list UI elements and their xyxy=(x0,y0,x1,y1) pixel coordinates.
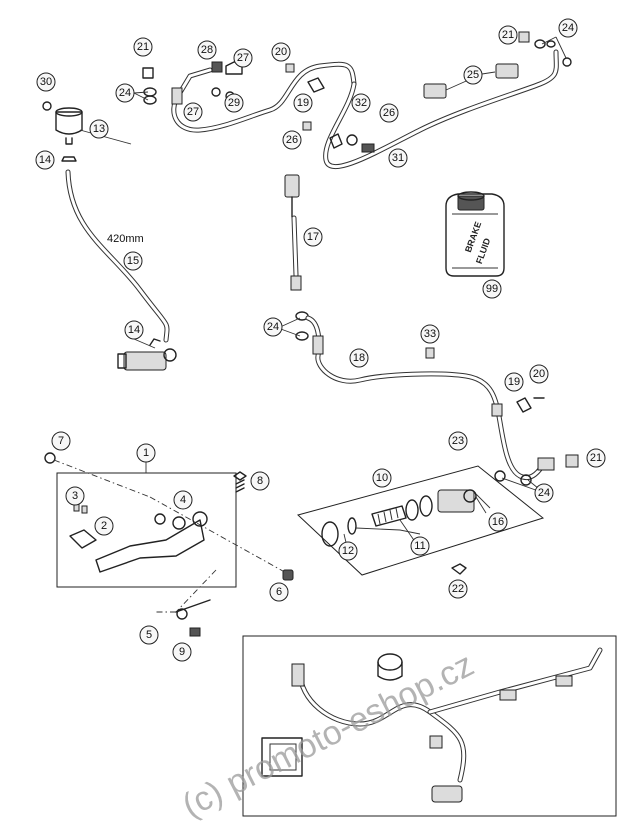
callout-21-right-text: 21 xyxy=(590,452,602,464)
callout-17-text: 17 xyxy=(307,231,319,243)
callout-7-text: 7 xyxy=(58,435,64,447)
callout-15-text: 15 xyxy=(127,255,139,267)
callout-26-right: 26 xyxy=(379,103,399,123)
callout-23: 23 xyxy=(448,431,468,451)
callout-20-top: 20 xyxy=(271,42,291,62)
callout-24-top-right-text: 24 xyxy=(562,22,574,34)
callout-8: 8 xyxy=(250,471,270,491)
callout-23-text: 23 xyxy=(452,435,464,447)
callout-27-right: 27 xyxy=(233,48,253,68)
callout-21-left: 21 xyxy=(133,37,153,57)
callout-19-top: 19 xyxy=(293,93,313,113)
callout-24-middle-text: 24 xyxy=(267,321,279,333)
callout-11: 11 xyxy=(410,536,430,556)
callout-31: 31 xyxy=(388,148,408,168)
callout-1-text: 1 xyxy=(143,447,149,459)
callout-26-right-text: 26 xyxy=(383,107,395,119)
callout-32-text: 32 xyxy=(355,97,367,109)
callout-7: 7 xyxy=(51,431,71,451)
callout-22-text: 22 xyxy=(452,583,464,595)
callouts: 1 2 3 4 5 6 7 8 9 10 11 12 13 14 14 15 1… xyxy=(35,18,606,662)
callout-24-right: 24 xyxy=(534,483,554,503)
callout-19-top-text: 19 xyxy=(297,97,309,109)
callout-24-top-left-text: 24 xyxy=(119,87,131,99)
callout-18-text: 18 xyxy=(353,352,365,364)
callout-18: 18 xyxy=(349,348,369,368)
callout-21-left-text: 21 xyxy=(137,41,149,53)
callout-13-text: 13 xyxy=(93,123,105,135)
upper-brake-lines xyxy=(142,31,572,170)
callout-25: 25 xyxy=(463,65,483,85)
pedal-assembly xyxy=(44,452,294,637)
callout-16: 16 xyxy=(488,512,508,532)
callout-26-left: 26 xyxy=(282,130,302,150)
callout-10: 10 xyxy=(372,468,392,488)
callout-25-text: 25 xyxy=(467,69,479,81)
callout-14-top: 14 xyxy=(35,150,55,170)
callout-31-text: 31 xyxy=(392,152,404,164)
callout-24-middle: 24 xyxy=(263,317,283,337)
callout-28-text: 28 xyxy=(201,44,213,56)
callout-33-text: 33 xyxy=(424,328,436,340)
callout-29-text: 29 xyxy=(228,97,240,109)
middle-brake-line xyxy=(295,311,579,486)
assembled-view-inset xyxy=(242,635,617,817)
callout-14-bottom-text: 14 xyxy=(128,324,140,336)
callout-8-text: 8 xyxy=(257,475,263,487)
callout-24-top-right: 24 xyxy=(558,18,578,38)
callout-6-text: 6 xyxy=(276,586,282,598)
callout-20-right: 20 xyxy=(529,364,549,384)
callout-27-left: 27 xyxy=(183,102,203,122)
callout-4: 4 xyxy=(173,490,193,510)
callout-24-right-text: 24 xyxy=(538,487,550,499)
callout-27-left-text: 27 xyxy=(187,106,199,118)
callout-21-top-right: 21 xyxy=(498,25,518,45)
callout-16-text: 16 xyxy=(492,516,504,528)
callout-99: 99 xyxy=(482,279,502,299)
callout-33: 33 xyxy=(420,324,440,344)
callout-5: 5 xyxy=(139,625,159,645)
callout-20-right-text: 20 xyxy=(533,368,545,380)
callout-28: 28 xyxy=(197,40,217,60)
callout-29: 29 xyxy=(224,93,244,113)
callout-21-top-right-text: 21 xyxy=(502,29,514,41)
callout-26-left-text: 26 xyxy=(286,134,298,146)
callout-12: 12 xyxy=(338,541,358,561)
callout-3: 3 xyxy=(65,486,85,506)
callout-14-bottom: 14 xyxy=(124,320,144,340)
callout-19-right: 19 xyxy=(504,372,524,392)
callout-3-text: 3 xyxy=(72,490,78,502)
callout-6: 6 xyxy=(269,582,289,602)
callout-2: 2 xyxy=(94,516,114,536)
callout-11-text: 11 xyxy=(414,540,425,552)
callout-9-text: 9 xyxy=(179,646,185,658)
callout-20-top-text: 20 xyxy=(275,46,287,58)
callout-1: 1 xyxy=(136,443,156,463)
callout-13: 13 xyxy=(89,119,109,139)
callout-30-text: 30 xyxy=(40,76,52,88)
callout-32: 32 xyxy=(351,93,371,113)
callout-10-text: 10 xyxy=(376,472,388,484)
sensor-line xyxy=(284,174,302,291)
callout-99-text: 99 xyxy=(486,283,498,295)
reservoir-assembly: 420mm xyxy=(42,101,177,371)
callout-24-top-left: 24 xyxy=(115,83,135,103)
callout-27-right-text: 27 xyxy=(237,52,249,64)
callout-15: 15 xyxy=(123,251,143,271)
callout-30: 30 xyxy=(36,72,56,92)
callout-5-text: 5 xyxy=(146,629,152,641)
callout-22: 22 xyxy=(448,579,468,599)
callout-12-text: 12 xyxy=(342,545,354,557)
hose-length-label: 420mm xyxy=(107,233,144,245)
callout-4-text: 4 xyxy=(180,494,186,506)
callout-9: 9 xyxy=(172,642,192,662)
callout-2-text: 2 xyxy=(101,520,107,532)
callout-19-right-text: 19 xyxy=(508,376,520,388)
callout-21-right: 21 xyxy=(586,448,606,468)
brake-fluid-bottle: BRAKE FLUID xyxy=(445,191,505,277)
callout-14-top-text: 14 xyxy=(39,154,51,166)
callout-17: 17 xyxy=(303,227,323,247)
